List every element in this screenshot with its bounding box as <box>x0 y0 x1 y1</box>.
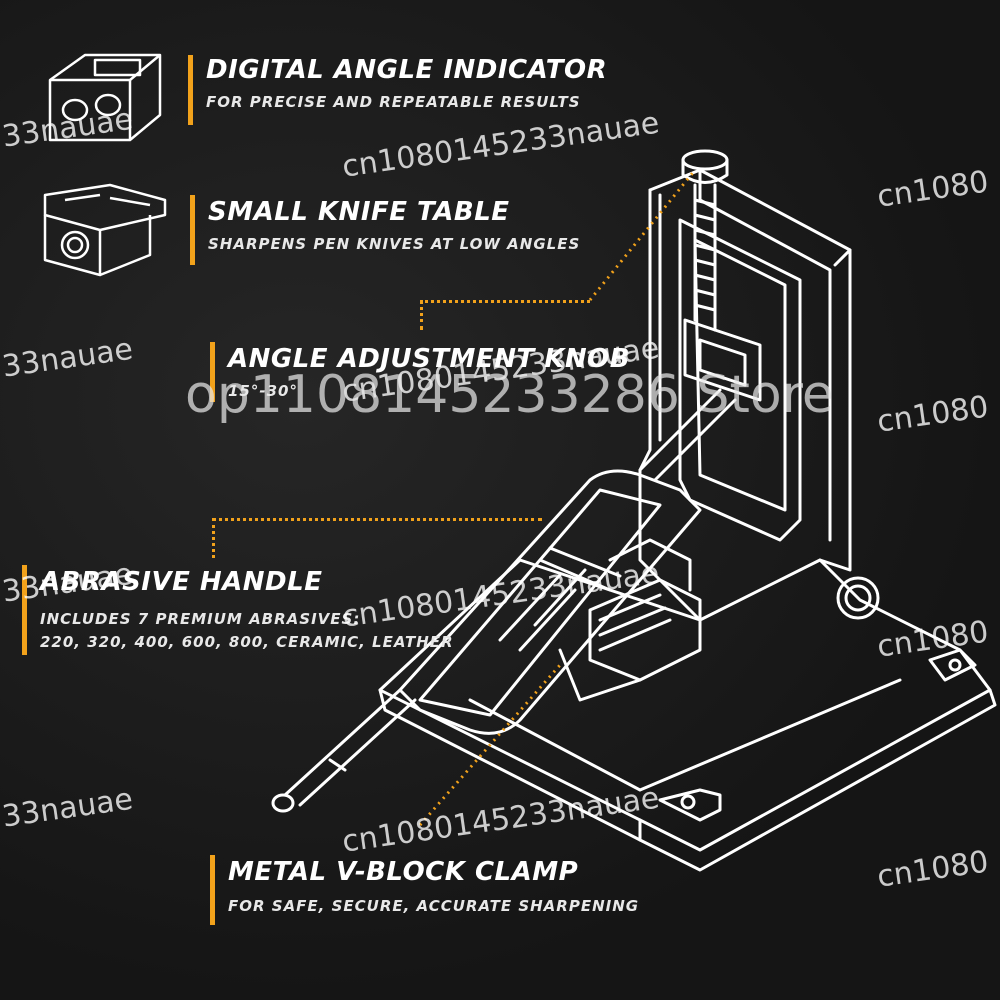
accent-bar <box>188 55 193 125</box>
accent-bar <box>190 195 195 265</box>
accent-bar <box>210 855 215 925</box>
callout-metal-v-block-clamp: METAL V-BLOCK CLAMP FOR SAFE, SECURE, AC… <box>210 855 638 925</box>
callout-subtitle-2: 220, 320, 400, 600, 800, CERAMIC, LEATHE… <box>40 633 454 651</box>
callout-title: DIGITAL ANGLE INDICATOR <box>206 55 608 85</box>
callout-subtitle: 15°-30° <box>228 382 298 400</box>
callout-small-knife-table: SMALL KNIFE TABLE SHARPENS PEN KNIVES AT… <box>190 195 590 265</box>
callout-subtitle: FOR PRECISE AND REPEATABLE RESULTS <box>206 93 581 111</box>
leader-line <box>212 518 215 558</box>
digital-angle-indicator-icon <box>48 53 162 142</box>
callout-title: METAL V-BLOCK CLAMP <box>228 857 579 887</box>
small-knife-table-icon <box>43 183 167 277</box>
callout-title: ABRASIVE HANDLE <box>40 567 323 597</box>
callout-title: SMALL KNIFE TABLE <box>208 197 510 227</box>
accent-bar <box>22 565 27 655</box>
store-watermark: op1108145233286 Store <box>185 365 834 425</box>
leader-line <box>212 518 542 521</box>
callout-digital-angle-indicator: DIGITAL ANGLE INDICATOR FOR PRECISE AND … <box>188 55 607 125</box>
callout-subtitle: SHARPENS PEN KNIVES AT LOW ANGLES <box>208 235 581 253</box>
leader-line <box>418 664 562 826</box>
callout-abrasive-handle: ABRASIVE HANDLE INCLUDES 7 PREMIUM ABRAS… <box>22 565 453 655</box>
leader-line <box>588 169 697 301</box>
callout-angle-adjustment-knob: ANGLE ADJUSTMENT KNOB 15°-30° <box>210 342 630 402</box>
accent-bar <box>210 342 215 402</box>
leader-line <box>420 300 423 330</box>
leader-line <box>420 300 590 303</box>
callout-subtitle: FOR SAFE, SECURE, ACCURATE SHARPENING <box>228 897 640 915</box>
callout-subtitle: INCLUDES 7 PREMIUM ABRASIVES: <box>40 610 361 628</box>
callout-title: ANGLE ADJUSTMENT KNOB <box>228 344 631 374</box>
